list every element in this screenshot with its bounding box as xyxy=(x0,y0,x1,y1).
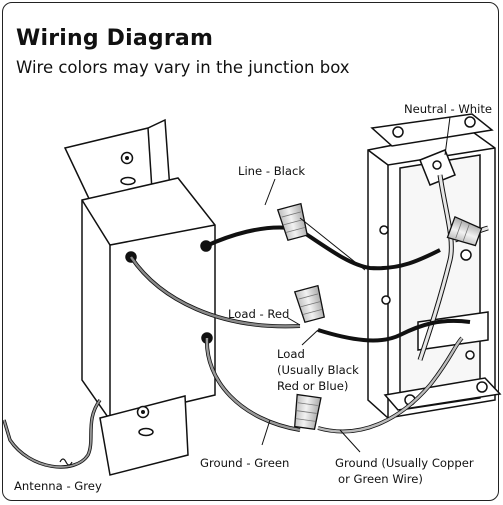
switch-strap-top xyxy=(63,118,171,206)
label-load-colors: Red or Blue) xyxy=(277,379,348,393)
leader-lines xyxy=(261,116,451,453)
junction-box xyxy=(367,113,502,419)
box-yoke-top xyxy=(370,113,494,147)
label-load: Load xyxy=(277,347,305,361)
line-wire-switch xyxy=(205,225,291,248)
label-ground-copper-2: or Green Wire) xyxy=(338,472,423,486)
label-antenna-grey: Antenna - Grey xyxy=(14,479,102,493)
load-wire-box xyxy=(317,318,471,343)
switch-body xyxy=(81,177,216,421)
label-ground-green: Ground - Green xyxy=(200,456,289,470)
wire-nut-ground xyxy=(294,393,322,431)
wire-nut-load xyxy=(293,284,326,324)
line-wire-box xyxy=(298,228,441,271)
label-ground-copper: Ground (Usually Copper xyxy=(335,456,474,470)
wire-nut-line xyxy=(276,202,309,242)
dimmer-switch xyxy=(63,118,216,476)
label-neutral-white: Neutral - White xyxy=(404,102,492,116)
label-load-red: Load - Red xyxy=(228,307,289,321)
wire-nut-neutral xyxy=(446,215,483,247)
label-load-usually: (Usually Black xyxy=(277,363,359,377)
antenna-break-mark xyxy=(59,458,73,466)
diagram-subtitle: Wire colors may vary in the junction box xyxy=(16,58,350,77)
strap-slot-top xyxy=(120,176,136,186)
diagram-title: Wiring Diagram xyxy=(16,26,214,51)
label-line-black: Line - Black xyxy=(238,164,305,178)
strap-slot-bottom xyxy=(138,427,154,437)
